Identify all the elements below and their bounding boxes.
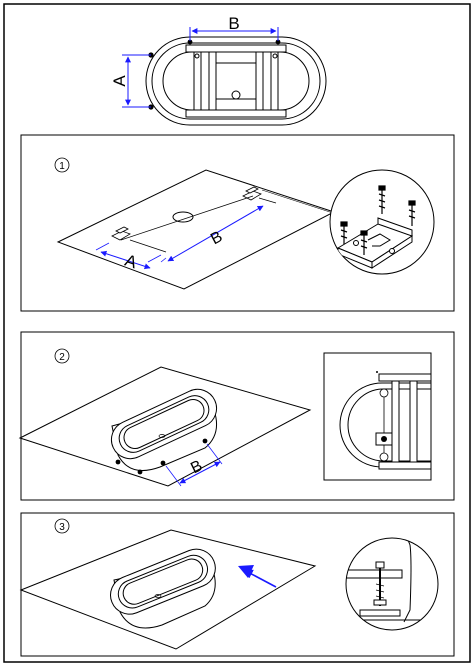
step-1-number: 1 — [59, 161, 65, 172]
step-1-badge — [54, 157, 70, 173]
step-2-number: 2 — [59, 352, 65, 363]
top-dimension-b — [189, 27, 279, 41]
step-1-bracket-detail — [261, 169, 435, 275]
step-3-panel — [20, 512, 455, 657]
step-2-panel — [20, 331, 455, 501]
step-1-dimension-a-label: A — [123, 251, 140, 273]
step-3-direction-arrow — [238, 565, 277, 588]
step-1-floor-plane — [56, 169, 336, 290]
step-2-mount-points — [115, 438, 208, 475]
step-3-number: 3 — [59, 522, 65, 533]
step-2-badge — [54, 348, 70, 364]
top-view-drawing — [145, 36, 327, 126]
step-1-panel — [20, 134, 455, 312]
step-2-dimension-b — [165, 443, 223, 487]
step-3-bathtub — [110, 548, 216, 629]
page-frame — [3, 3, 471, 663]
step-2-floor-plane — [18, 366, 312, 487]
top-dimension-a-label: A — [110, 75, 129, 87]
step-3-floor-plane — [19, 529, 317, 650]
step-1-screws — [340, 185, 416, 255]
step-2-frame-detail — [323, 352, 432, 481]
step-3-badge — [54, 518, 70, 534]
step-1-dimension-b — [160, 205, 264, 263]
step-1-dimension-b-label: B — [208, 228, 225, 248]
step-3-foot-detail — [345, 537, 439, 631]
step-1-floor-brackets — [111, 186, 262, 241]
top-dimension-b-label: B — [228, 14, 239, 33]
step-2-bathtub — [110, 388, 218, 471]
step-1-dimension-a — [95, 242, 162, 270]
top-dimension-a — [122, 54, 151, 108]
